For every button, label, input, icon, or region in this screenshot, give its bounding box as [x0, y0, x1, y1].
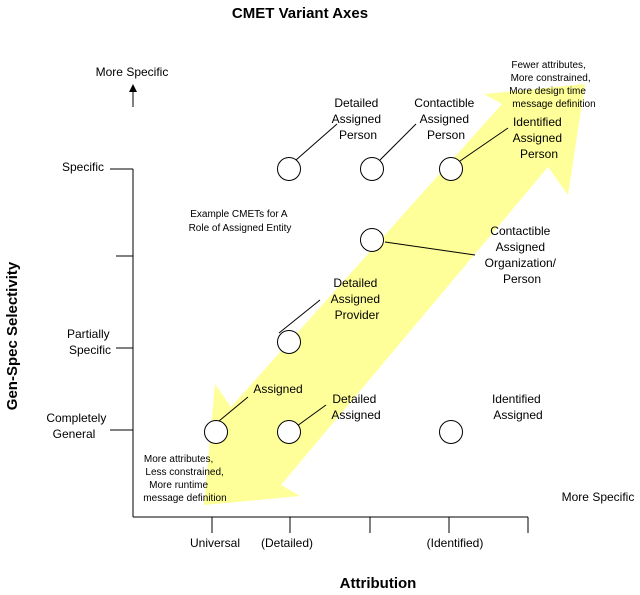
node-contactible-assigned-organization-person [360, 228, 384, 252]
label-detailed-assigned: Detailed Assigned [331, 392, 380, 422]
node-identified-assigned-person [439, 157, 463, 181]
y-axis-title: Gen-Spec Selectivity [4, 261, 21, 410]
leader-line [295, 123, 338, 161]
y-direction-label: More Specific [96, 65, 169, 79]
x-tick-label-identified: (Identified) [427, 536, 484, 550]
x-direction-label: More Specific [562, 490, 635, 504]
leader-line [218, 396, 249, 422]
x-axis-title: Attribution [340, 575, 417, 592]
annotation-top-right: Fewer attributes, More constrained, More… [509, 60, 595, 110]
x-tick-label-universal: Universal [190, 536, 240, 550]
annotation-bottom-left: More attributes, Less constrained, More … [143, 454, 226, 504]
leader-line [296, 404, 327, 427]
node-detailed-assigned-provider [277, 330, 301, 354]
label-contactible-assigned-person: Contactible Assigned Person [414, 96, 477, 142]
y-tick-label-specific: Specific [62, 160, 104, 174]
node-detailed-assigned [277, 420, 301, 444]
label-identified-assigned-person: Identified Assigned Person [513, 115, 566, 161]
leader-line [379, 123, 417, 161]
leader-line [278, 299, 321, 334]
label-assigned: Assigned [253, 382, 302, 396]
label-contactible-assigned-organization-person: Contactible Assigned Organization/ Perso… [485, 224, 560, 286]
node-identified-assigned [439, 420, 463, 444]
diagram-title: CMET Variant Axes [232, 5, 368, 22]
y-tick-label-partially-specific: Partially Specific [67, 327, 113, 357]
leader-line [459, 127, 509, 162]
label-identified-assigned: Identified Assigned [492, 392, 544, 422]
leader-line [384, 241, 476, 256]
double-headed-arrow [204, 84, 585, 505]
node-assigned [204, 420, 228, 444]
node-contactible-assigned-person [360, 157, 384, 181]
y-tick-label-completely-general: Completely General [46, 411, 109, 441]
y-direction-arrowhead [129, 84, 137, 92]
annotation-example: Example CMETs for A Role of Assigned Ent… [189, 209, 292, 234]
node-detailed-assigned-person [277, 157, 301, 181]
label-detailed-assigned-person: Detailed Assigned Person [332, 96, 385, 142]
x-tick-label-detailed: (Detailed) [261, 536, 313, 550]
label-detailed-assigned-provider: Detailed Assigned Provider [331, 276, 384, 322]
